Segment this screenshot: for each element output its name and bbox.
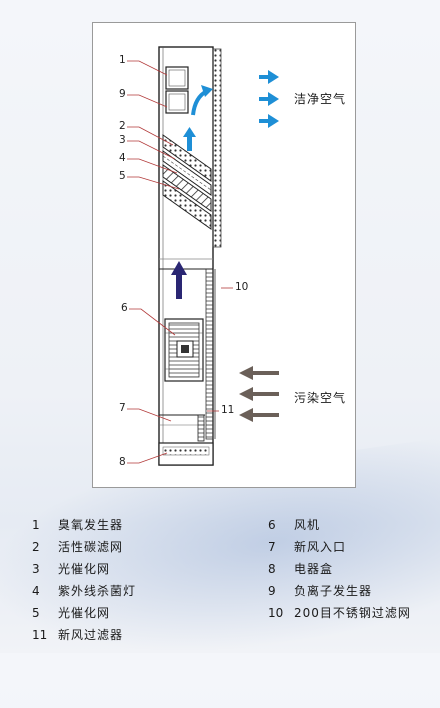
electrical-box <box>158 442 214 466</box>
fresh-air-filter-element <box>197 414 205 442</box>
fan-unit <box>164 318 204 382</box>
curved-arrow-head <box>201 85 213 97</box>
fresh-air-inlet <box>159 414 205 426</box>
uv-lamp <box>162 164 212 212</box>
up-arrow-navy <box>171 261 187 299</box>
clean-air-label: 洁净空气 <box>294 92 347 106</box>
clean-air-arrows <box>259 70 279 128</box>
diagram-panel: 1 9 2 3 4 5 10 6 7 11 8 <box>92 22 356 488</box>
callout-3: 3 <box>119 134 126 146</box>
callout-7: 7 <box>119 402 126 414</box>
purifier-diagram <box>127 46 279 466</box>
callout-2: 2 <box>119 120 126 132</box>
callout-6: 6 <box>121 302 128 314</box>
up-arrow-blue <box>183 127 196 151</box>
callout-11: 11 <box>221 404 235 416</box>
clean-air-arrow-2 <box>259 92 279 106</box>
activated-carbon-filter <box>162 134 212 182</box>
clean-air-arrow-1 <box>259 70 279 84</box>
callout-1: 1 <box>119 54 126 66</box>
polluted-air-arrow-1 <box>239 366 279 380</box>
callout-4: 4 <box>119 152 126 164</box>
polluted-air-arrow-2 <box>239 387 279 401</box>
callout-lines <box>127 60 233 464</box>
clean-air-arrow-3 <box>259 114 279 128</box>
callout-5: 5 <box>119 170 126 182</box>
callout-8: 8 <box>119 456 126 468</box>
anion-generator <box>165 90 189 114</box>
polluted-air-arrows <box>239 366 279 422</box>
photocatalyst-net-upper <box>162 150 212 196</box>
polluted-air-label: 污染空气 <box>294 391 347 405</box>
ozone-generator <box>165 66 189 90</box>
callout-10: 10 <box>235 281 249 293</box>
callout-9: 9 <box>119 88 126 100</box>
photocatalyst-net-lower <box>162 180 212 230</box>
polluted-air-arrow-3 <box>239 408 279 422</box>
